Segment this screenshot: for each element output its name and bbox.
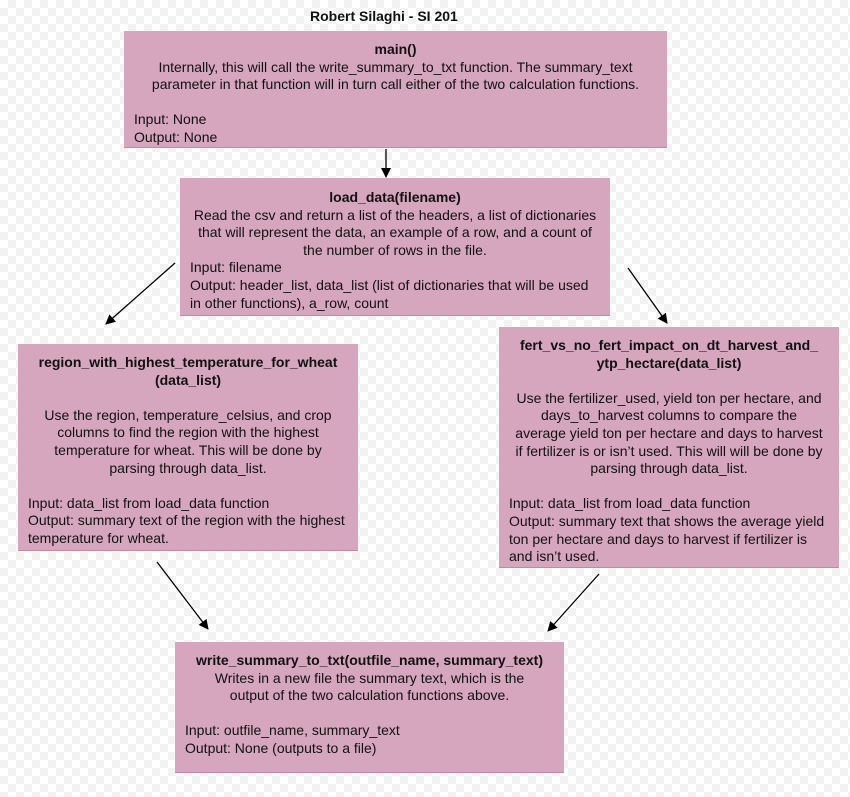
arrow-load-data-to-region — [105, 262, 176, 325]
write-summary-function-input: Input: outfile_name, summary_text — [185, 722, 400, 739]
main-function-box: main() Internally, this will call the wr… — [124, 31, 667, 148]
arrow-region-to-write-summary — [156, 561, 209, 630]
main-function-output: Output: None — [134, 128, 218, 145]
write-summary-function-output: Output: None (outputs to a file) — [185, 739, 377, 756]
main-function-description: Internally, this will call the write_sum… — [151, 58, 640, 93]
diagram-title: Robert Silaghi - SI 201 — [310, 8, 458, 24]
fertilizer-function-input: Input: data_list from load_data function — [509, 495, 751, 512]
write-summary-function-description: Writes in a new file the summary text, w… — [214, 669, 525, 704]
region-function-description: Use the region, temperature_celsius, and… — [44, 406, 332, 476]
arrow-load-data-to-fertilizer — [627, 267, 668, 324]
fertilizer-function-output: Output: summary text that shows the aver… — [509, 512, 825, 565]
region-function-box: region_with_highest_temperature_for_whea… — [18, 344, 358, 551]
write-summary-function-box: write_summary_to_txt(outfile_name, summa… — [175, 642, 564, 773]
fertilizer-function-box: fert_vs_no_fert_impact_on_dt_harvest_and… — [499, 327, 839, 568]
load-data-function-box: load_data(filename) Read the csv and ret… — [180, 178, 610, 316]
load-data-function-output: Output: header_list, data_list (list of … — [190, 276, 589, 311]
region-function-name: region_with_highest_temperature_for_whea… — [38, 354, 338, 388]
fertilizer-function-description: Use the fertilizer_used, yield ton per h… — [515, 389, 823, 477]
load-data-function-input: Input: filename — [190, 259, 282, 276]
region-function-output: Output: summary text of the region with … — [28, 512, 345, 546]
write-summary-function-name: write_summary_to_txt(outfile_name, summa… — [195, 652, 543, 668]
fertilizer-function-name: fert_vs_no_fert_impact_on_dt_harvest_and… — [519, 337, 818, 371]
region-function-input: Input: data_list from load_data function — [28, 494, 270, 511]
main-function-name: main() — [374, 41, 417, 57]
arrow-fertilizer-to-write-summary — [547, 573, 600, 632]
main-function-input: Input: None — [134, 111, 207, 128]
load-data-function-name: load_data(filename) — [329, 189, 461, 205]
load-data-function-description: Read the csv and return a list of the he… — [193, 206, 597, 258]
